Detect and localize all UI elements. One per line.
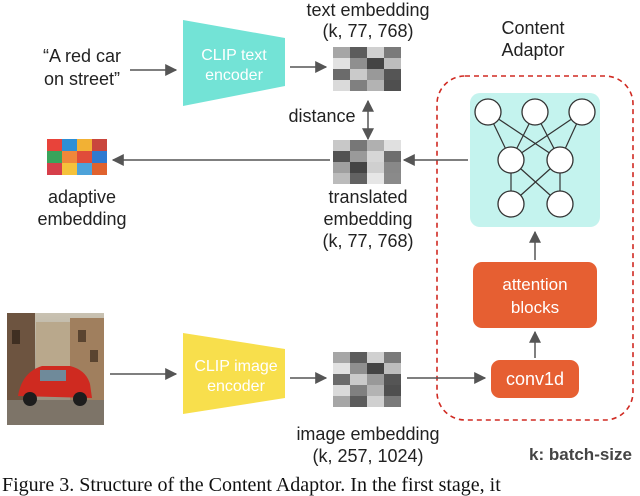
grid-cell (384, 374, 401, 385)
grid-cell (333, 140, 350, 151)
grid-cell (384, 80, 401, 91)
grid-cell (333, 385, 350, 396)
clip-text-encoder-shape (183, 20, 285, 106)
image-embedding-title: image embedding (296, 424, 439, 444)
grid-cell (350, 140, 367, 151)
grid-cell (333, 352, 350, 363)
clip-text-encoder-label-2: encoder (205, 67, 263, 84)
grid-cell (367, 162, 384, 173)
grid-cell (367, 385, 384, 396)
text-embedding-grid-icon (333, 47, 401, 91)
grid-cell (333, 69, 350, 80)
grid-cell (333, 162, 350, 173)
adaptive-embedding-grid-icon (47, 139, 107, 175)
grid-cell (367, 374, 384, 385)
grid-cell (62, 139, 77, 151)
adaptive-embedding-label-1: adaptive (48, 187, 116, 207)
grid-cell (367, 151, 384, 162)
attention-blocks-box (473, 262, 597, 328)
grid-cell (384, 140, 401, 151)
image-embedding-grid-icon (333, 352, 401, 407)
grid-cell (384, 162, 401, 173)
grid-cell (333, 80, 350, 91)
grid-cell (47, 163, 62, 175)
grid-cell (367, 173, 384, 184)
grid-cell (384, 151, 401, 162)
batch-size-note: k: batch-size (529, 445, 632, 464)
clip-image-encoder-shape (183, 333, 285, 414)
content-adaptor-title-2: Adaptor (501, 40, 564, 60)
grid-cell (77, 151, 92, 163)
clip-image-encoder-label-1: CLIP image (194, 358, 277, 375)
conv1d-label: conv1d (506, 369, 564, 389)
grid-cell (367, 80, 384, 91)
grid-cell (350, 352, 367, 363)
grid-cell (92, 139, 107, 151)
grid-cell (384, 173, 401, 184)
grid-cell (350, 69, 367, 80)
grid-cell (350, 162, 367, 173)
neural-network-nodes (474, 98, 596, 218)
grid-cell (350, 151, 367, 162)
grid-cell (333, 58, 350, 69)
grid-cell (77, 139, 92, 151)
grid-cell (333, 173, 350, 184)
image-embedding-shape: (k, 257, 1024) (312, 446, 423, 466)
grid-cell (350, 385, 367, 396)
grid-cell (367, 140, 384, 151)
translated-embedding-title-2: embedding (323, 209, 412, 229)
translated-embedding-title-1: translated (328, 187, 407, 207)
conv1d-box (491, 360, 579, 398)
grid-cell (62, 151, 77, 163)
translated-embedding-shape: (k, 77, 768) (322, 231, 413, 251)
grid-cell (350, 47, 367, 58)
grid-cell (333, 374, 350, 385)
grid-cell (350, 396, 367, 407)
attention-blocks-label-1: attention (502, 275, 567, 294)
grid-cell (384, 58, 401, 69)
grid-cell (62, 163, 77, 175)
figure-caption: Figure 3. Structure of the Content Adapt… (2, 474, 501, 496)
grid-cell (77, 163, 92, 175)
content-adaptor-dashed-border (436, 75, 634, 421)
grid-cell (47, 151, 62, 163)
grid-cell (350, 374, 367, 385)
grid-cell (384, 47, 401, 58)
grid-cell (384, 69, 401, 80)
translated-embedding-grid-icon (333, 140, 401, 184)
content-adaptor-title-1: Content (501, 18, 564, 38)
grid-cell (350, 363, 367, 374)
photo-red-car-icon (7, 313, 104, 425)
text-embedding-title: text embedding (306, 0, 429, 20)
grid-cell (384, 363, 401, 374)
grid-cell (333, 363, 350, 374)
grid-cell (350, 173, 367, 184)
grid-cell (367, 69, 384, 80)
grid-cell (367, 396, 384, 407)
grid-cell (47, 139, 62, 151)
grid-cell (384, 352, 401, 363)
grid-cell (384, 396, 401, 407)
grid-cell (333, 151, 350, 162)
grid-cell (333, 47, 350, 58)
distance-label: distance (288, 106, 355, 126)
attention-blocks-label-2: blocks (511, 298, 559, 317)
grid-cell (350, 80, 367, 91)
clip-text-encoder-label-1: CLIP text (201, 47, 267, 64)
prompt-text-line-2: on street” (44, 69, 120, 89)
adaptive-embedding-label-2: embedding (37, 209, 126, 229)
grid-cell (333, 396, 350, 407)
grid-cell (367, 352, 384, 363)
text-embedding-shape: (k, 77, 768) (322, 21, 413, 41)
prompt-text-line-1: “A red car (43, 46, 121, 66)
grid-cell (92, 151, 107, 163)
grid-cell (367, 58, 384, 69)
grid-cell (384, 385, 401, 396)
clip-image-encoder-label-2: encoder (207, 378, 265, 395)
grid-cell (367, 47, 384, 58)
grid-cell (92, 163, 107, 175)
grid-cell (367, 363, 384, 374)
grid-cell (350, 58, 367, 69)
